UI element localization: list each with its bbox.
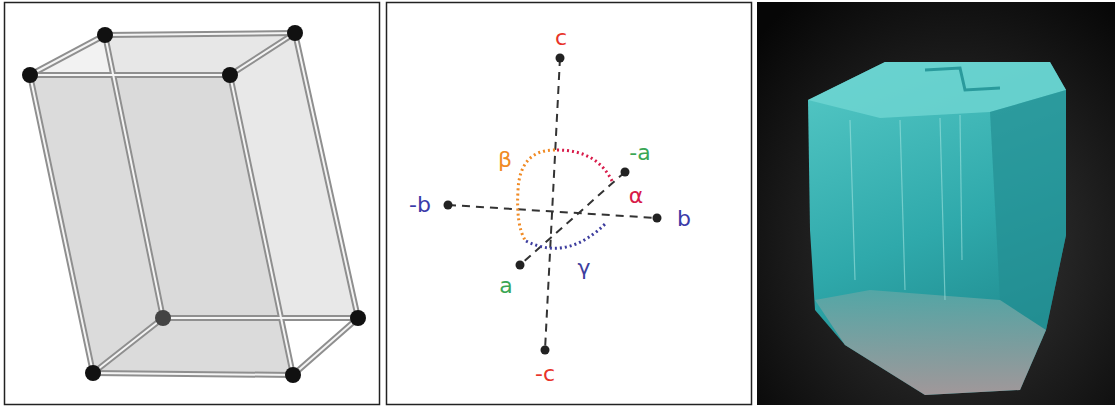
unit-cell [22, 25, 366, 383]
axis-diagram [444, 54, 662, 355]
axis-label: -c [535, 363, 555, 385]
angle-label: β [498, 149, 512, 171]
angle-label: γ [577, 257, 590, 279]
axis-label: -a [629, 142, 650, 164]
photo-background [757, 2, 1115, 405]
axis-label: b [677, 208, 691, 230]
panel-frame [5, 3, 380, 405]
axis-label: c [555, 27, 567, 49]
axis-label: -b [409, 194, 431, 216]
angle-label: α [629, 185, 644, 207]
axis-label: a [499, 275, 512, 297]
crystal-photo [808, 62, 1066, 395]
panel-frame [387, 3, 752, 405]
